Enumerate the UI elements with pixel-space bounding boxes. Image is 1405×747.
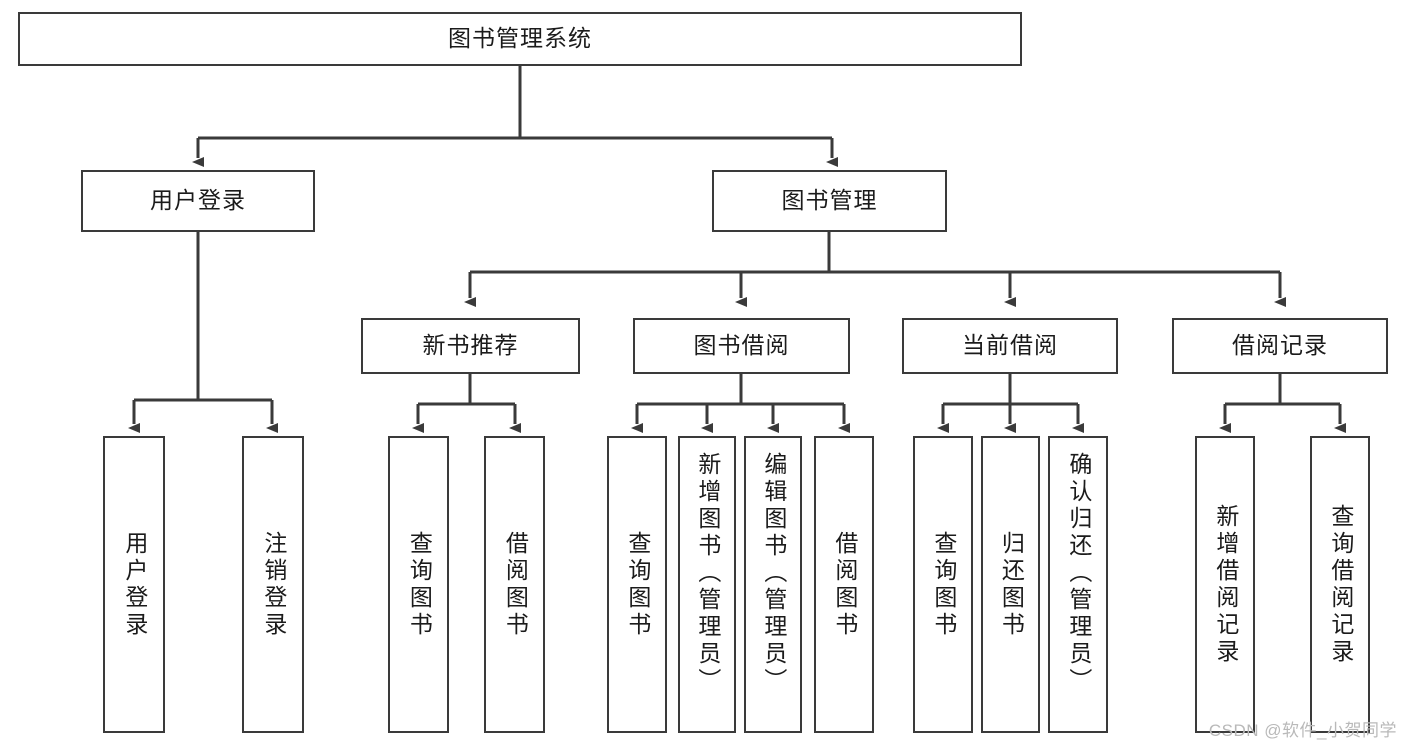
leaf-user-login-label: 用户登录 bbox=[121, 530, 148, 639]
node-book-management[interactable]: 图书管理 bbox=[712, 170, 947, 232]
leaf-add-borrow-record[interactable]: 新增借阅记录 bbox=[1195, 436, 1255, 733]
leaf-return-book[interactable]: 归还图书 bbox=[981, 436, 1040, 733]
leaf-user-login[interactable]: 用户登录 bbox=[103, 436, 165, 733]
leaf-query-book-2-label: 查询图书 bbox=[624, 530, 651, 639]
leaf-borrow-book-1-label: 借阅图书 bbox=[502, 530, 529, 639]
node-book-borrow-label: 图书借阅 bbox=[693, 332, 790, 359]
leaf-edit-book-admin[interactable]: 编辑图书（管理员） bbox=[744, 436, 802, 733]
leaf-query-book-2[interactable]: 查询图书 bbox=[607, 436, 667, 733]
leaf-edit-book-admin-label: 编辑图书（管理员） bbox=[760, 452, 787, 695]
leaf-add-book-admin[interactable]: 新增图书（管理员） bbox=[678, 436, 736, 733]
leaf-return-book-label: 归还图书 bbox=[998, 530, 1025, 639]
leaf-query-book-1-label: 查询图书 bbox=[406, 530, 433, 639]
node-root[interactable]: 图书管理系统 bbox=[18, 12, 1022, 66]
node-current-borrow[interactable]: 当前借阅 bbox=[902, 318, 1118, 374]
node-borrow-records-label: 借阅记录 bbox=[1232, 332, 1328, 359]
leaf-query-book-3-label: 查询图书 bbox=[930, 530, 957, 639]
node-login-label: 用户登录 bbox=[150, 187, 246, 214]
leaf-query-book-1[interactable]: 查询图书 bbox=[388, 436, 449, 733]
node-borrow-records[interactable]: 借阅记录 bbox=[1172, 318, 1388, 374]
csdn-watermark: CSDN @软件_小贺同学 bbox=[1208, 721, 1397, 740]
leaf-logout-label: 注销登录 bbox=[260, 530, 287, 639]
leaf-borrow-book-1[interactable]: 借阅图书 bbox=[484, 436, 545, 733]
node-book-management-label: 图书管理 bbox=[781, 187, 878, 214]
leaf-borrow-book-2[interactable]: 借阅图书 bbox=[814, 436, 874, 733]
leaf-add-borrow-record-label: 新增借阅记录 bbox=[1212, 503, 1239, 666]
node-new-book-recommend-label: 新书推荐 bbox=[422, 332, 519, 359]
leaf-add-book-admin-label: 新增图书（管理员） bbox=[694, 452, 721, 695]
node-book-borrow[interactable]: 图书借阅 bbox=[633, 318, 850, 374]
node-current-borrow-label: 当前借阅 bbox=[962, 332, 1058, 359]
leaf-confirm-return-admin[interactable]: 确认归还（管理员） bbox=[1048, 436, 1108, 733]
leaf-query-borrow-record-label: 查询借阅记录 bbox=[1327, 503, 1354, 666]
leaf-query-borrow-record[interactable]: 查询借阅记录 bbox=[1310, 436, 1370, 733]
leaf-logout[interactable]: 注销登录 bbox=[242, 436, 304, 733]
leaf-borrow-book-2-label: 借阅图书 bbox=[831, 530, 858, 639]
leaf-confirm-return-admin-label: 确认归还（管理员） bbox=[1065, 452, 1092, 695]
node-login[interactable]: 用户登录 bbox=[81, 170, 315, 232]
leaf-query-book-3[interactable]: 查询图书 bbox=[913, 436, 973, 733]
node-root-label: 图书管理系统 bbox=[448, 25, 592, 52]
node-new-book-recommend[interactable]: 新书推荐 bbox=[361, 318, 580, 374]
